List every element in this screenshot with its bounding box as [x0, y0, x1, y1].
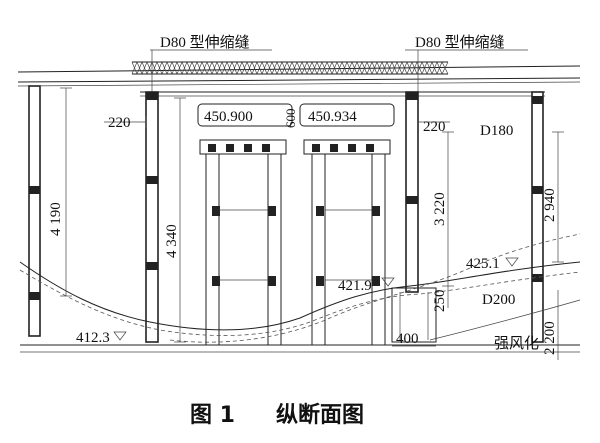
dim-250: 250: [432, 290, 448, 313]
elevation-marker: [505, 257, 519, 267]
figure-title: 纵断面图: [276, 402, 364, 428]
central-tower-right: [299, 103, 395, 345]
dim-d200: D200: [482, 292, 515, 308]
central-tower-left: [197, 103, 293, 345]
ground-elev-425: 425.1: [466, 256, 500, 272]
dimension-lines: [60, 87, 564, 360]
ground-profile: [19, 233, 581, 353]
bridge-deck: [17, 65, 581, 97]
pier-1: [28, 85, 41, 337]
dim-2940: 2 940: [542, 188, 558, 222]
dim-220-left: 220: [108, 115, 131, 131]
joint-label-left: D80 型伸缩缝: [160, 34, 250, 51]
dim-4190: 4 190: [48, 202, 64, 236]
pavement-truss-band: [131, 61, 449, 75]
elevation-left: 450.900: [204, 109, 253, 125]
elevation-marker: [381, 277, 395, 287]
dim-d180: D180: [480, 123, 513, 139]
ground-elev-421: 421.9: [338, 278, 372, 294]
dim-600: 600: [283, 109, 298, 129]
figure-number: 图 1: [190, 403, 235, 428]
ground-elev-412: 412.3: [76, 330, 110, 346]
dim-220-right: 220: [423, 119, 446, 135]
dim-2200: 2 200: [542, 321, 558, 355]
elevation-right: 450.934: [308, 109, 357, 125]
expansion-joint-right: D80 型伸缩缝: [405, 34, 528, 92]
joint-label-right: D80 型伸缩缝: [415, 34, 505, 51]
expansion-joint-left: D80 型伸缩缝: [150, 34, 272, 92]
pier-4: [531, 91, 544, 343]
weathered-rock-label: 强风化: [494, 335, 539, 352]
pier-2: [145, 91, 159, 343]
pier-3: [405, 91, 419, 293]
dim-4340: 4 340: [164, 224, 180, 258]
elevation-marker: [113, 331, 127, 341]
dim-3220: 3 220: [432, 192, 448, 226]
dim-400: 400: [396, 331, 419, 347]
